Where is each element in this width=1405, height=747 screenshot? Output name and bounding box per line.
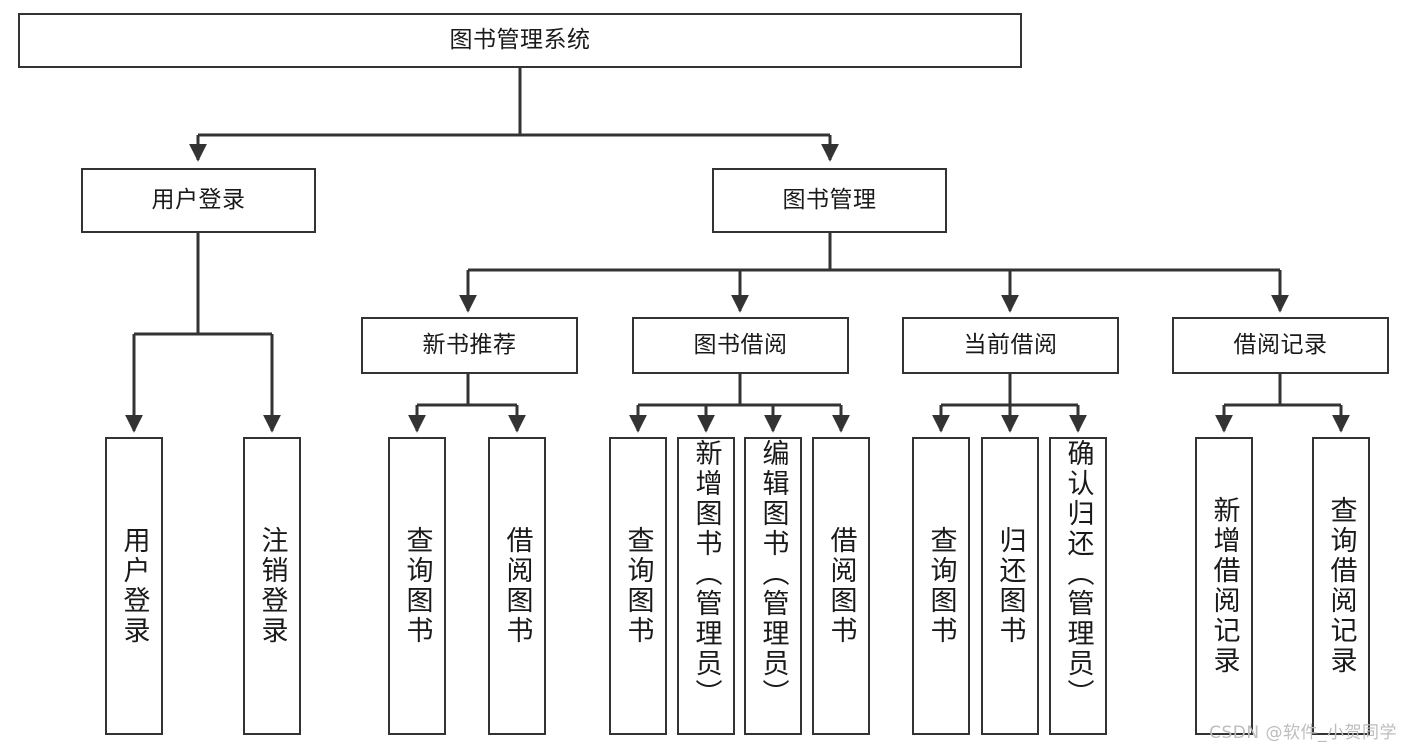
node-leaf-add-record-label: 新增借阅记录 <box>1208 496 1240 676</box>
node-current-borrow-label: 当前借阅 <box>963 332 1058 359</box>
node-leaf-query-record[interactable]: 查询借阅记录 <box>1312 437 1370 735</box>
node-leaf-add-book[interactable]: 新增图书（管理员） <box>677 437 735 735</box>
node-leaf-borrow-book-1-label: 借阅图书 <box>501 526 533 646</box>
node-book-borrow[interactable]: 图书借阅 <box>632 317 849 374</box>
node-new-book-rec[interactable]: 新书推荐 <box>361 317 578 374</box>
node-leaf-user-logout[interactable]: 注销登录 <box>243 437 301 735</box>
watermark-text: CSDN @软件_小贺同学 <box>1209 723 1397 743</box>
node-leaf-query-book-1-label: 查询图书 <box>401 526 433 646</box>
node-leaf-query-book-1[interactable]: 查询图书 <box>388 437 446 735</box>
node-leaf-query-book-2[interactable]: 查询图书 <box>609 437 667 735</box>
node-root-label: 图书管理系统 <box>449 27 591 54</box>
node-borrow-record[interactable]: 借阅记录 <box>1172 317 1389 374</box>
node-leaf-return-book-label: 归还图书 <box>994 526 1026 646</box>
node-book-manage-label: 图书管理 <box>782 187 877 214</box>
node-leaf-borrow-book-2[interactable]: 借阅图书 <box>812 437 870 735</box>
node-leaf-edit-book[interactable]: 编辑图书（管理员） <box>744 437 802 735</box>
node-book-borrow-label: 图书借阅 <box>693 332 788 359</box>
node-leaf-return-book[interactable]: 归还图书 <box>981 437 1039 735</box>
node-borrow-record-label: 借阅记录 <box>1233 332 1328 359</box>
node-leaf-user-login[interactable]: 用户登录 <box>105 437 163 735</box>
node-leaf-query-book-2-label: 查询图书 <box>622 526 654 646</box>
node-leaf-query-book-3-label: 查询图书 <box>925 526 957 646</box>
node-leaf-user-logout-label: 注销登录 <box>256 526 288 646</box>
node-leaf-query-record-label: 查询借阅记录 <box>1325 496 1357 676</box>
node-leaf-user-login-label: 用户登录 <box>118 526 150 646</box>
node-root[interactable]: 图书管理系统 <box>18 13 1022 68</box>
node-user-login[interactable]: 用户登录 <box>81 168 316 233</box>
node-leaf-edit-book-label: 编辑图书（管理员） <box>757 439 789 709</box>
node-user-login-label: 用户登录 <box>151 187 246 214</box>
node-leaf-query-book-3[interactable]: 查询图书 <box>912 437 970 735</box>
node-leaf-confirm-return[interactable]: 确认归还（管理员） <box>1049 437 1107 735</box>
node-leaf-add-book-label: 新增图书（管理员） <box>690 439 722 709</box>
node-leaf-confirm-return-label: 确认归还（管理员） <box>1062 439 1094 709</box>
node-current-borrow[interactable]: 当前借阅 <box>902 317 1119 374</box>
node-new-book-rec-label: 新书推荐 <box>422 332 517 359</box>
node-leaf-add-record[interactable]: 新增借阅记录 <box>1195 437 1253 735</box>
node-leaf-borrow-book-1[interactable]: 借阅图书 <box>488 437 546 735</box>
node-leaf-borrow-book-2-label: 借阅图书 <box>825 526 857 646</box>
node-book-manage[interactable]: 图书管理 <box>712 168 947 233</box>
